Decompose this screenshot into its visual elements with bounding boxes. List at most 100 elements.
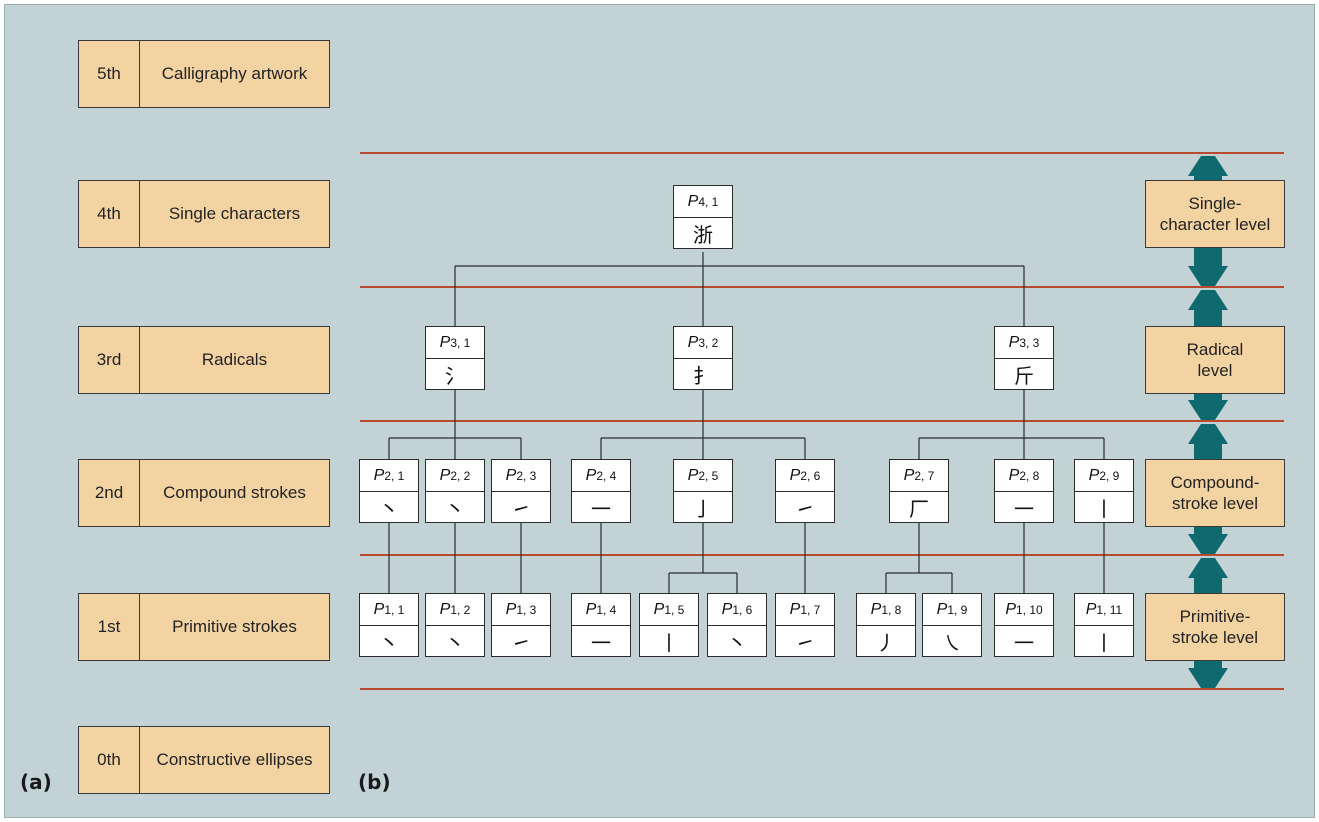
node-label-subscript: 2, 2 [450,468,471,483]
level-number: 3rd [79,327,140,393]
node-label-subscript: 2, 1 [384,468,405,483]
node-label-letter: P [1008,333,1020,351]
connector-p27-children [885,523,953,593]
level-name: Single characters [168,204,301,223]
node-label-subscript: 2, 4 [596,468,617,483]
node-label-letter: P [585,600,597,618]
stroke-image: 一 [591,631,611,655]
level-name: Primitive strokes [172,617,297,636]
node-label-subscript: 2, 8 [1019,468,1040,483]
stroke-image: 丿 [876,631,896,655]
stroke-image: 一 [1014,631,1034,655]
level-box-2nd: 2nd Compound strokes [78,459,330,527]
node-label-subscript: 2, 6 [800,468,821,483]
node-label-letter: P [439,600,451,618]
node-label-subscript: 1, 3 [516,602,537,617]
node-label-letter: P [870,600,882,618]
node-label-letter: P [505,466,517,484]
node-label-letter: P [439,333,451,351]
node-label-letter: P [687,333,699,351]
node-label-letter: P [1008,466,1020,484]
stroke-image: 丶 [445,631,465,655]
node-label-letter: P [721,600,733,618]
stroke-image: 丨 [1094,631,1114,655]
level-divider-line [360,152,1284,154]
node-label-subscript: 2, 5 [698,468,719,483]
node-label-letter: P [789,466,801,484]
node-label-letter: P [1005,600,1016,618]
stroke-image: ㇀ [795,497,815,521]
level-number: 2nd [79,460,140,526]
node-label-letter: P [687,466,699,484]
node-label-letter: P [585,466,597,484]
node-label-letter: P [653,600,665,618]
node-label-subscript: 1, 9 [947,602,968,617]
level-label-single-character: Single- character level [1145,180,1285,248]
level-box-1st: 1st Primitive strokes [78,593,330,661]
node-label-subscript: 2, 3 [516,468,537,483]
glyph-image: 斤 [1014,364,1034,388]
figure-background [4,4,1315,818]
connector-p32-children [600,390,806,459]
stroke-image: 丨 [659,631,679,655]
node-label-letter: P [373,466,385,484]
level-number: 5th [79,41,140,107]
level-label-radical: Radical level [1145,326,1285,394]
stroke-image: 一 [1014,497,1034,521]
node-label-subscript: 1, 1 [384,602,405,617]
level-label-compound-stroke: Compound- stroke level [1145,459,1285,527]
panel-label-b: (b) [358,770,391,794]
connector-p25-children [668,523,738,593]
node-label-letter: P [903,466,915,484]
glyph-image: 扌 [693,364,713,388]
level-divider-line [360,688,1284,690]
connector-p41-children [454,252,1025,326]
level-name: Compound strokes [163,483,306,502]
stroke-image: ㇀ [511,497,531,521]
level-number: 0th [79,727,140,793]
stroke-image: 丶 [379,631,399,655]
node-label-letter: P [439,466,451,484]
node-label-subscript: 3, 3 [1019,335,1040,350]
stroke-image: 亅 [693,497,713,521]
node-label-letter: P [373,600,385,618]
node-label-subscript: 2, 7 [914,468,935,483]
level-number: 1st [79,594,140,660]
node-label-subscript: 1, 11 [1096,602,1123,617]
panel-label-a: (a) [20,770,52,794]
level-name: Calligraphy artwork [161,64,308,83]
node-label-subscript: 2, 9 [1099,468,1120,483]
node-label-subscript: 3, 2 [698,335,719,350]
node-label-subscript: 1, 2 [450,602,471,617]
node-label-letter: P [1088,466,1100,484]
node-label-subscript: 3, 1 [450,335,471,350]
node-label-letter: P [936,600,948,618]
stroke-image: ㇀ [795,631,815,655]
stroke-image: 丶 [727,631,747,655]
level-name: Radicals [201,350,268,369]
node-label-subscript: 1, 7 [800,602,821,617]
stroke-image: 厂 [909,497,929,521]
node-label-letter: P [505,600,517,618]
node-label-subscript: 1, 10 [1015,602,1043,617]
